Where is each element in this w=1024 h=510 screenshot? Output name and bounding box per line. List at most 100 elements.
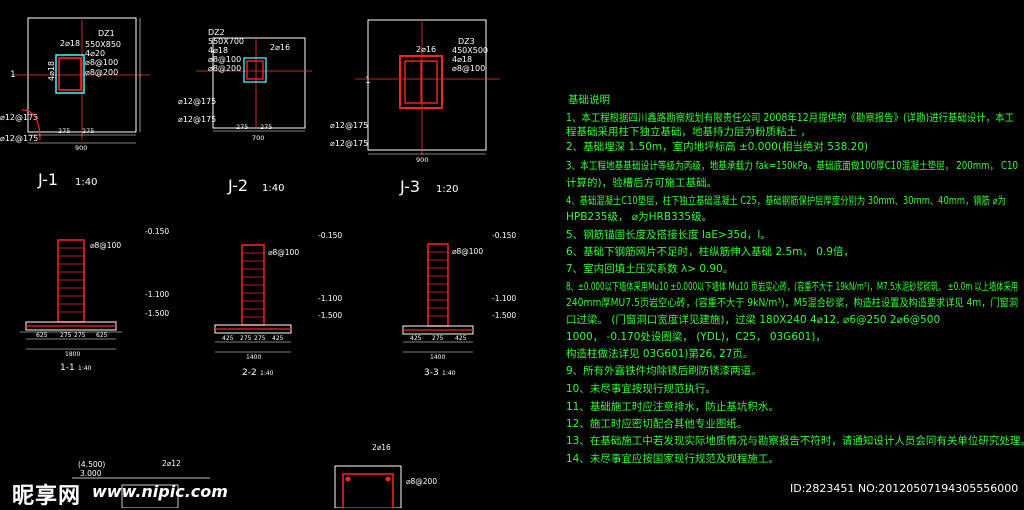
axis-tag: 1 (10, 70, 16, 80)
col-size: 550X700 (208, 37, 244, 46)
note-line: 8、±0.000以下墙体采用Mu10 ±0.000以下墙体 Mu10 页岩实心砖… (566, 280, 1018, 293)
stirrup: ⌀8@100 (268, 248, 299, 257)
section-title: 1-1 (60, 363, 75, 373)
column-rebar (58, 57, 82, 91)
elev-top: -0.150 (492, 231, 516, 240)
plan-scale: 1:20 (436, 184, 458, 195)
elev-bot: -1.500 (492, 311, 516, 320)
column-rebar (399, 55, 443, 109)
pier-rebar (57, 239, 85, 323)
dim-total: 1800 (65, 351, 80, 358)
col-id: DZ2 (208, 28, 225, 37)
dim-1: 425 (222, 335, 234, 342)
plan-j3: 1 DZ3 450X500 2⌀16 4⌀18 ⌀8@100 ⌀12@175 ⌀… (330, 19, 500, 196)
plan-scale: 1:40 (75, 177, 97, 188)
pier-rebar (427, 243, 449, 327)
section-scale: 1:40 (442, 370, 456, 377)
note-line: 2、基础埋深 1.50m，室内地坪标高 ±0.000(相当绝对 538.20) (566, 140, 868, 153)
section-title: 3-3 (424, 368, 439, 378)
dim-total: 900 (75, 144, 87, 152)
elev-2: 3.000 (80, 469, 102, 478)
note-line: 4、基础混凝土C10垫层，柱下独立基础混凝土 C25，基础钢筋保护层厚度分别为 … (566, 194, 1006, 207)
dim-4: 625 (96, 332, 108, 339)
col-size: 550X850 (85, 40, 121, 49)
bottom-bars-a: ⌀12@175 (330, 121, 368, 130)
elev-1: (4.500) (78, 460, 105, 469)
watermark-logo: 昵享网 (12, 484, 82, 509)
axis-tag: 1 (365, 76, 371, 86)
bottom-bars-b: ⌀12@175 (178, 115, 216, 124)
section-1-1: ⌀8@100 -0.150 -1.100 -1.500 625 275 275 … (20, 227, 169, 373)
section-title: 2-2 (242, 368, 257, 378)
stirrup: ⌀8@100 (452, 247, 483, 256)
dim-3: 425 (455, 335, 467, 342)
col-id: DZ1 (98, 29, 115, 38)
beam-outline (121, 484, 179, 508)
dim-4: 425 (272, 335, 284, 342)
note-line: 13、在基础施工中若发现实际地质情况与勘察报告不符时，请通知设计人员会同有关单位… (566, 434, 1024, 447)
note-line: 程基础采用柱下独立基础，地基持力层为粉质粘土 ， (566, 125, 811, 138)
section-3-3: ⌀8@100 -0.150 -1.100 -1.500 425 275 425 … (402, 231, 516, 378)
general-notes: 基础说明 1、本工程根据四川鑫路勘察规划有限责任公司 2008年12月提供的《勘… (566, 93, 1024, 465)
footing-outline (367, 19, 487, 151)
dim-2: 275 (240, 335, 252, 342)
stirrup: ⌀8@100 (90, 241, 121, 250)
dim-1: 425 (410, 335, 422, 342)
note-line: 11、基础施工时应注意排水，防止基坑积水。 (566, 400, 779, 413)
note-line: 5、钢筋锚固长度及搭接长度 laE>35d，l。 (566, 228, 771, 241)
note-line: 12、施工时应密切配合其他专业图纸。 (566, 417, 747, 430)
plan-title: J-2 (227, 176, 248, 195)
stirrup-1: ⌀8@100 (85, 58, 118, 67)
column-outline (243, 57, 267, 83)
note-line: 1000， -0.170处设圈梁， (YDL)，C25， 03G601)， (566, 330, 826, 343)
plan-j2: DZ2 550X700 2⌀16 4⌀18 ⌀8@100 ⌀8@200 ⌀12@… (178, 28, 312, 195)
note-line: 6、基础下钢筋网片不足时，柱纵筋伸入基础 2.5m， 0.9倍， (566, 245, 854, 258)
note-line: 10、未尽事宜按现行规范执行。 (566, 382, 716, 395)
elev-mid: -1.100 (145, 290, 169, 299)
stirrup-2: ⌀8@200 (208, 64, 241, 73)
bottom-bars-a: ⌀12@175 (178, 97, 216, 106)
column-rebar (246, 60, 264, 80)
dim-2: 275 (82, 127, 94, 135)
section-2-2: ⌀8@100 -0.150 -1.100 -1.500 425 275 275 … (214, 231, 342, 378)
plan-title: J-3 (399, 177, 420, 196)
note-line: 14、未尽事宜应按国家现行规范及规程施工。 (566, 452, 779, 465)
dim-3: 275 (254, 335, 266, 342)
plan-title: J-1 (37, 170, 58, 189)
section-scale: 1:40 (78, 365, 92, 372)
stirrup-lines (242, 252, 264, 318)
elev-top: -0.150 (145, 227, 169, 236)
stirrup-1: ⌀8@100 (452, 64, 485, 73)
col-size: 450X500 (452, 46, 488, 55)
bottom-details: (4.500) 3.000 2⌀12 2⌀16 ⌀8@200 (72, 443, 437, 508)
section-scale: 1:40 (260, 370, 274, 377)
bars-top: 2⌀16 (270, 43, 290, 52)
bottom-bars-b: ⌀12@175 (330, 139, 368, 148)
dim-2: 275 (60, 332, 72, 339)
bars-main: 4⌀20 (85, 49, 105, 58)
bars-top: 2⌀16 (416, 45, 436, 54)
rebar-dot (345, 476, 351, 482)
column-outline (55, 54, 85, 94)
beam-rebar (342, 473, 394, 508)
stirrup-1: ⌀8@100 (208, 55, 241, 64)
bars-a: 2⌀12 (162, 459, 181, 468)
stirrup-lines (58, 247, 84, 313)
note-line: 9、所有外露铁件均除锈后刷防锈漆两道。 (566, 364, 762, 377)
bottom-bars-b: ⌀12@175 (0, 134, 38, 143)
note-line: 构造柱做法详见 03G601)第26, 27页。 (566, 347, 753, 360)
note-line: 计算的)，验槽后方可施工基础。 (566, 176, 717, 189)
dim-2: 275 (432, 335, 444, 342)
beam-section (334, 465, 402, 508)
dim-total: 700 (252, 134, 264, 142)
dim-total: 1400 (246, 354, 261, 361)
plan-j1: 1 DZ1 550X850 2⌀18 4⌀20 ⌀8@100 ⌀8@200 4⌀… (0, 17, 150, 189)
dim-total: 900 (416, 156, 428, 164)
stirrup-2: ⌀8@200 (85, 68, 118, 77)
dim-1: 625 (36, 332, 48, 339)
dim-1: 275 (58, 127, 70, 135)
note-line: 3、本工程地基基础设计等级为丙级，地基承载力 fak=150kPa，基础底面做1… (566, 159, 1018, 172)
watermark-id: ID:2823451 NO:20120507194305556000 (790, 482, 1019, 495)
elev-mid: -1.100 (492, 294, 516, 303)
